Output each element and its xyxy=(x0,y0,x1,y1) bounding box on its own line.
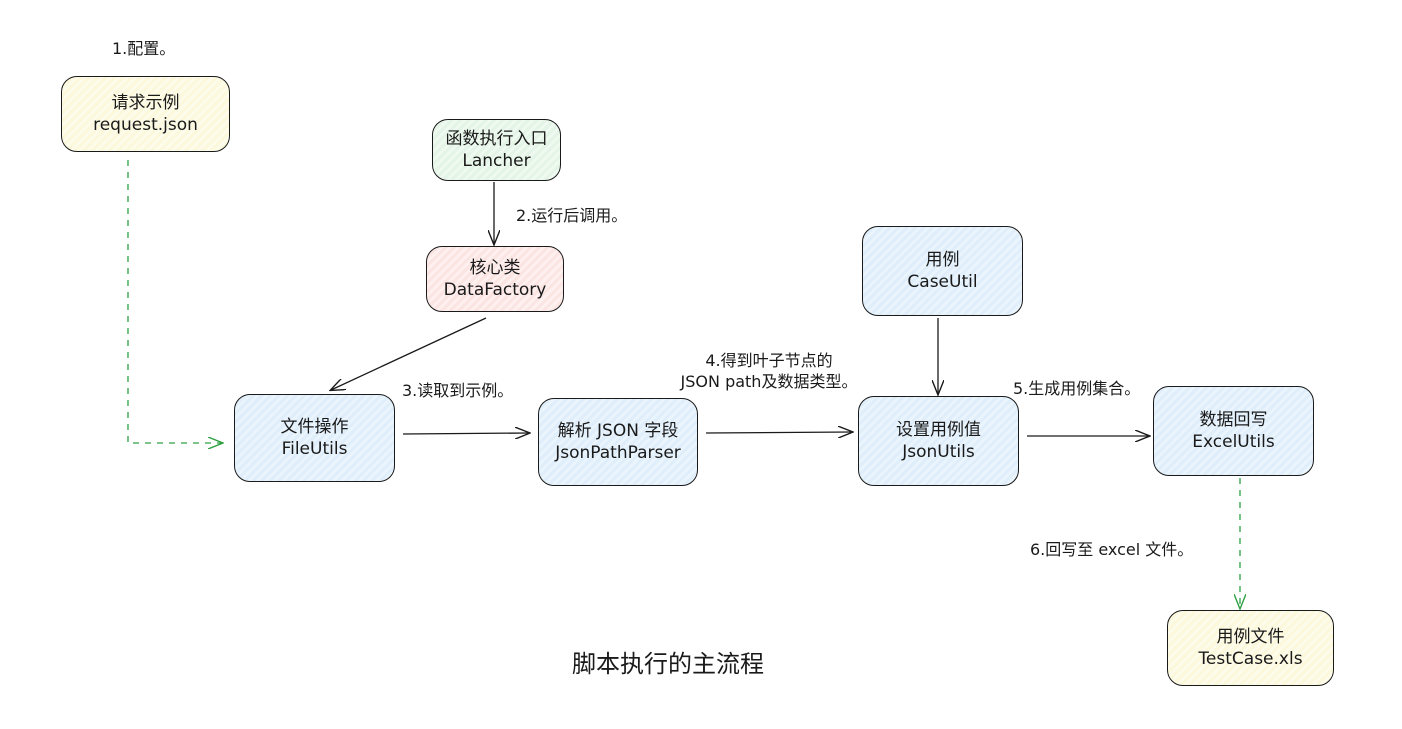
fileutils-subtitle: FileUtils xyxy=(281,439,348,459)
request-json-subtitle: request.json xyxy=(93,115,198,135)
testcase-xls-title: 用例文件 xyxy=(1216,627,1285,647)
jsonpathparser-subtitle: JsonPathParser xyxy=(555,443,681,463)
testcase-xls-node[interactable]: 用例文件 TestCase.xls xyxy=(1167,610,1334,686)
excelutils-node[interactable]: 数据回写 ExcelUtils xyxy=(1153,386,1314,476)
jsonutils-node[interactable]: 设置用例值 JsonUtils xyxy=(858,396,1019,486)
step2-label: 2.运行后调用。 xyxy=(516,206,628,225)
diagram-title: 脚本执行的主流程 xyxy=(572,650,764,678)
datafactory-subtitle: DataFactory xyxy=(443,280,547,300)
step6-label: 6.回写至 excel 文件。 xyxy=(1030,540,1194,559)
caseutil-subtitle: CaseUtil xyxy=(907,272,978,292)
request-json-title: 请求示例 xyxy=(111,93,180,113)
jsonpathparser-title: 解析 JSON 字段 xyxy=(557,421,679,441)
step3-label: 3.读取到示例。 xyxy=(402,381,514,400)
jsonutils-subtitle: JsonUtils xyxy=(902,442,975,462)
datafactory-title: 核心类 xyxy=(469,258,521,278)
jsonutils-title: 设置用例值 xyxy=(896,420,981,440)
step4-label-line1: 4.得到叶子节点的 xyxy=(705,351,833,370)
caseutil-title: 用例 xyxy=(925,250,960,270)
jsonpathparser-node[interactable]: 解析 JSON 字段 JsonPathParser xyxy=(538,398,698,486)
step1-label: 1.配置。 xyxy=(112,39,176,58)
fileutils-node[interactable]: 文件操作 FileUtils xyxy=(234,394,395,482)
arrow-datafactory-to-fileutils xyxy=(331,317,487,390)
lancher-subtitle: Lancher xyxy=(462,151,531,171)
caseutil-node[interactable]: 用例 CaseUtil xyxy=(862,226,1023,316)
arrow-jsonpathparser-to-jsonutils xyxy=(705,432,852,433)
testcase-xls-subtitle: TestCase.xls xyxy=(1198,649,1303,669)
excelutils-title: 数据回写 xyxy=(1199,410,1268,430)
step4-label-line2: JSON path及数据类型。 xyxy=(680,372,858,391)
datafactory-node[interactable]: 核心类 DataFactory xyxy=(426,246,564,312)
lancher-title: 函数执行入口 xyxy=(445,129,548,149)
excelutils-subtitle: ExcelUtils xyxy=(1192,432,1275,452)
fileutils-title: 文件操作 xyxy=(280,417,349,437)
arrow-fileutils-to-jsonpathparser xyxy=(402,433,529,434)
step5-label: 5.生成用例集合。 xyxy=(1013,379,1141,398)
request-json-node[interactable]: 请求示例 request.json xyxy=(61,76,230,152)
arrow-config-to-fileutils xyxy=(127,160,222,443)
lancher-node[interactable]: 函数执行入口 Lancher xyxy=(432,119,561,181)
step4-label: 4.得到叶子节点的 JSON path及数据类型。 xyxy=(664,350,874,392)
